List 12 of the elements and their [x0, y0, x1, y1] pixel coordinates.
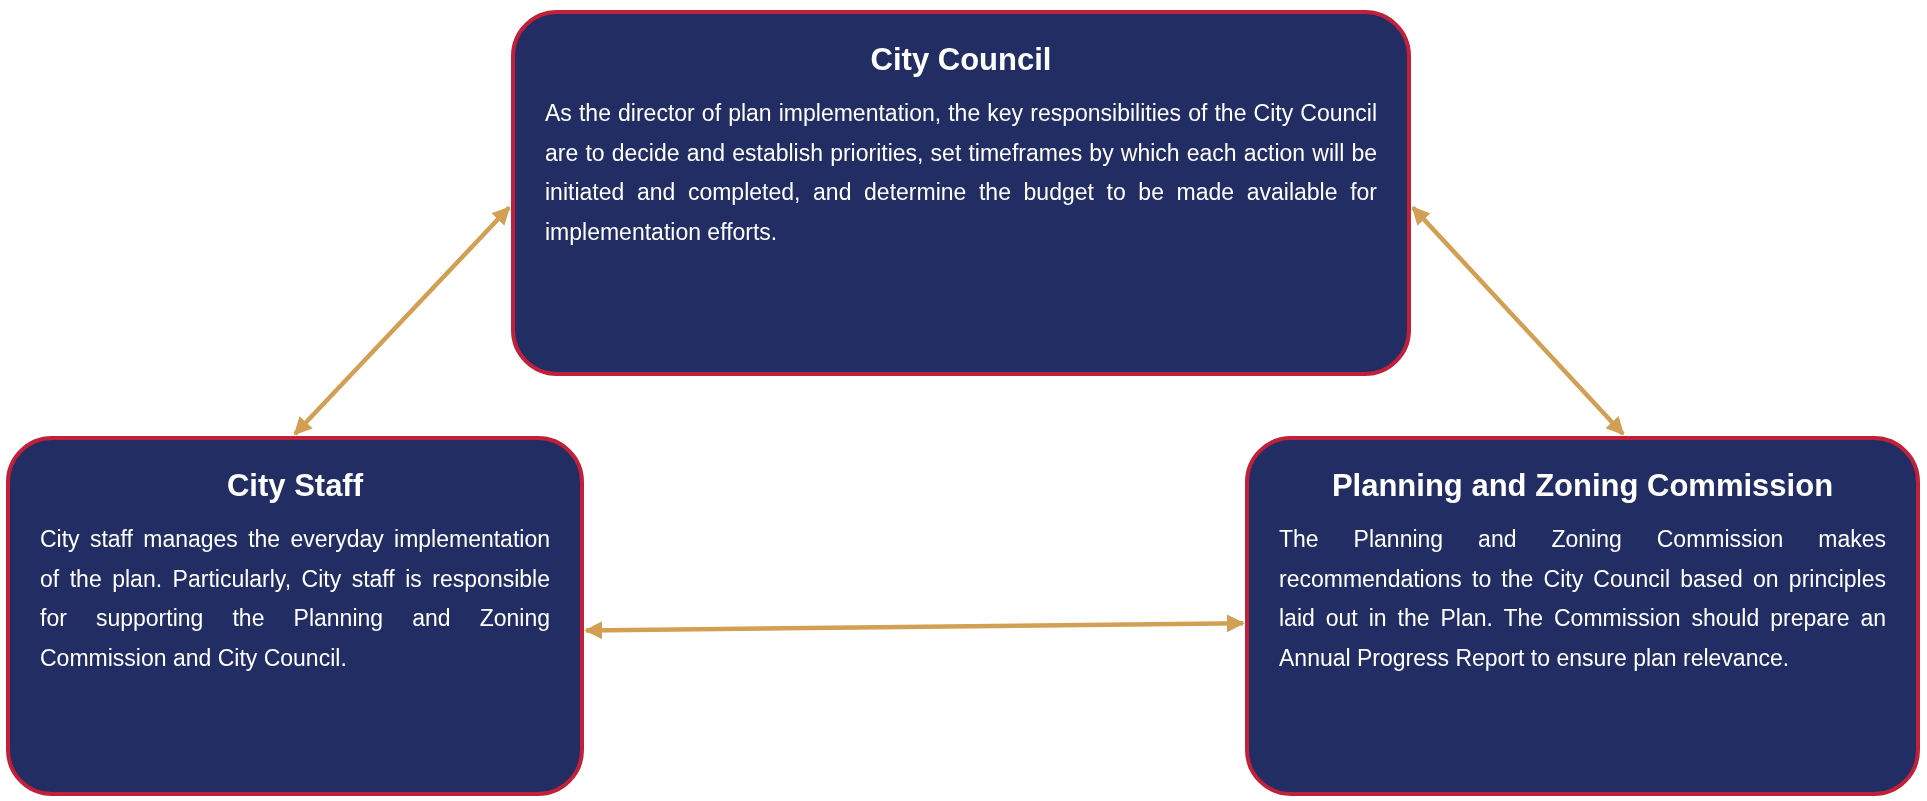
text-card — [1245, 436, 1920, 796]
card-description: City staff manages the everyday implementation of the plan. Particularly, City staff is responsible for supporting the Planning and Zoning Commission and City Council. — [40, 525, 550, 673]
card-description: The Planning and Zoning Commission makes recommendations to the City Council based on principles laid out in the Plan. The Commission should prepare an Annual Progress Report to ensure plan relevance. — [1279, 525, 1886, 673]
double-arrow — [1411, 206, 1625, 436]
card-title: City Council — [869, 42, 1053, 78]
card-description: As the director of plan implementation, the key responsibilities of the City Council are to decide and establish priorities, set timeframes by which each action will be initiated and completed, and determine the budget to be made available for implementation efforts. — [545, 99, 1377, 247]
text-card — [6, 436, 584, 796]
double-arrow — [584, 614, 1245, 640]
card-title: City Staff — [225, 468, 365, 504]
double-arrow — [293, 206, 511, 436]
card-title: Planning and Zoning Commission — [1330, 468, 1835, 504]
text-card — [511, 10, 1411, 376]
